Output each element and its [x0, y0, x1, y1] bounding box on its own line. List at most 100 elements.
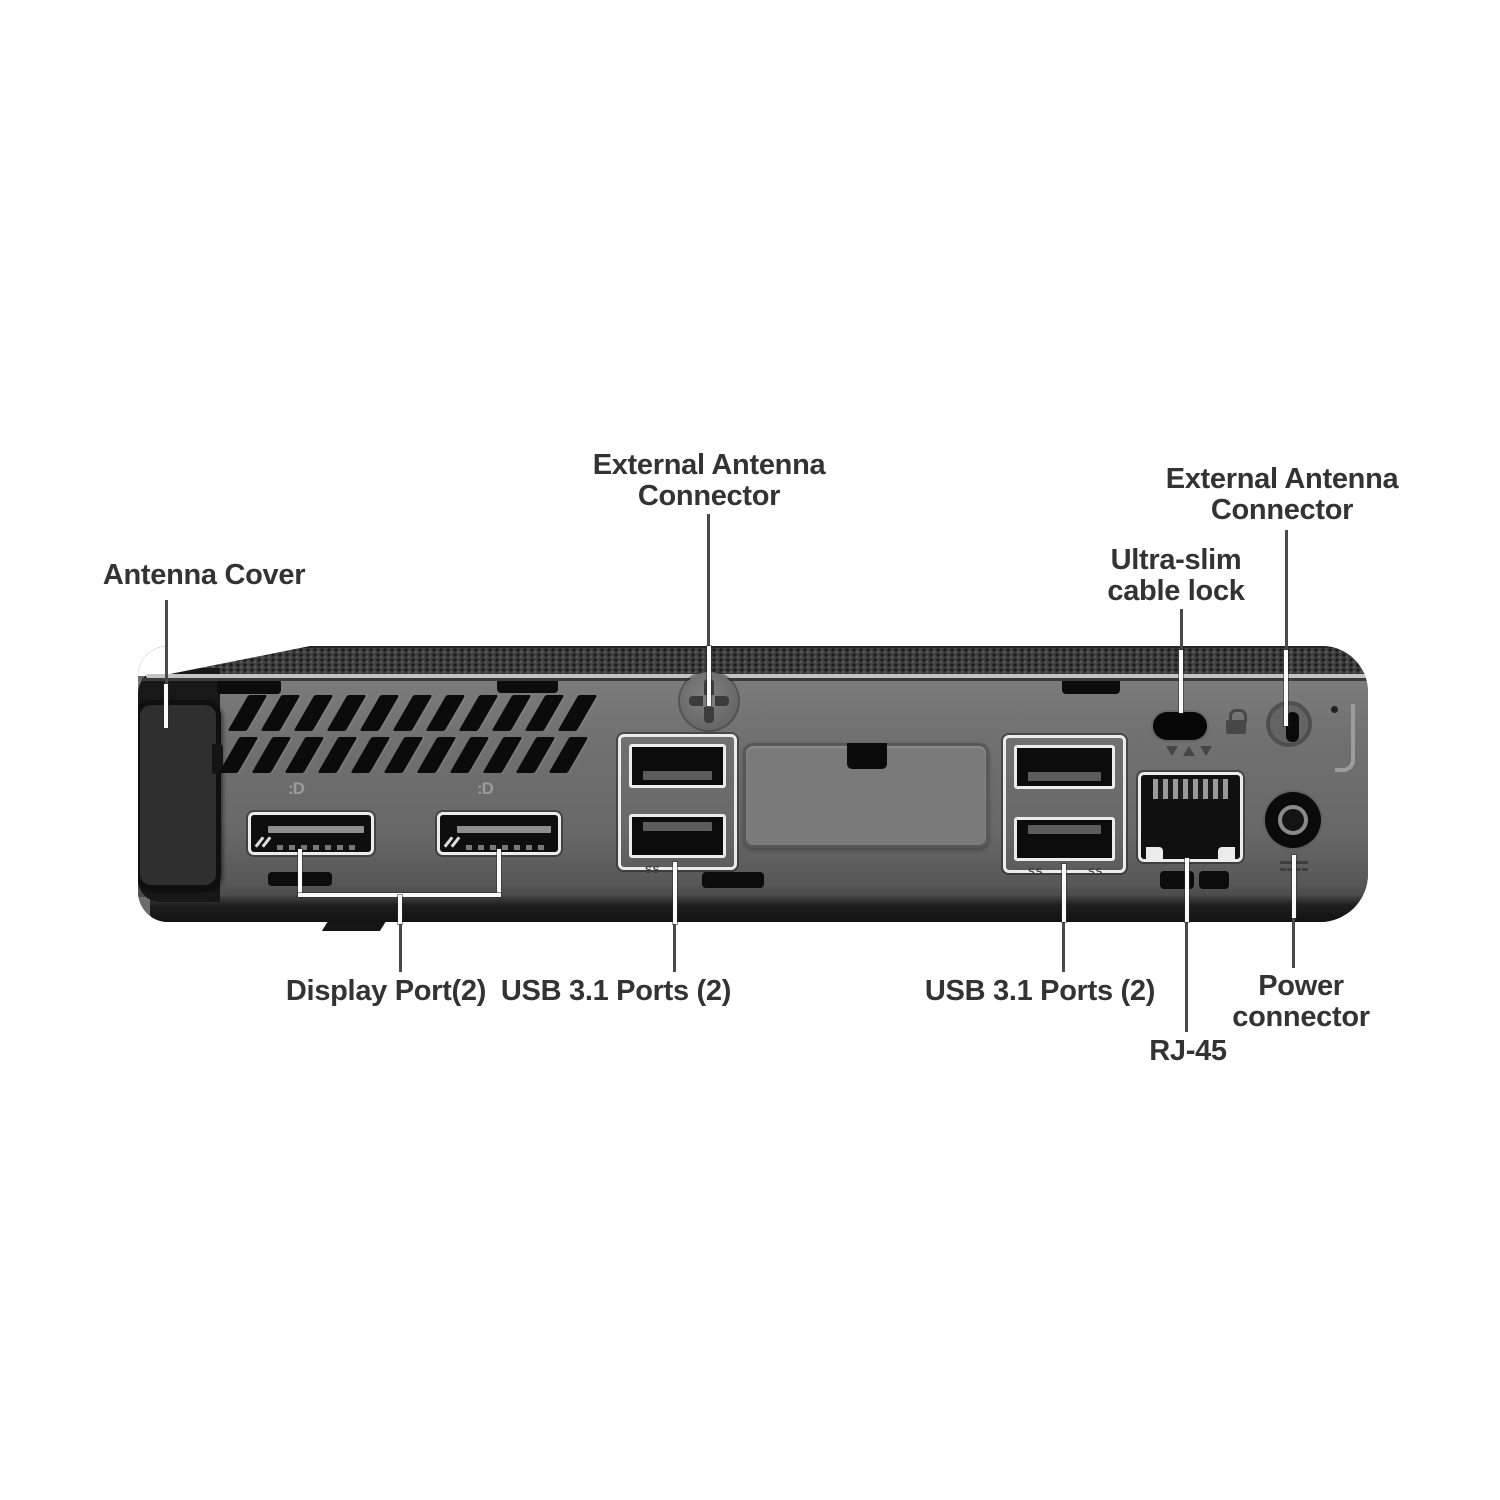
- displayport-2: [437, 812, 561, 855]
- label-power-connector: Power connector: [1232, 971, 1370, 1033]
- displayport-logo-icon: :D: [288, 779, 305, 798]
- vent-slat: [359, 695, 400, 731]
- option-plate-notch: [847, 743, 887, 769]
- antenna-cover-tab: [212, 744, 223, 774]
- usb-stack-left: [618, 734, 737, 870]
- mini-pc-rear-panel: :D :D SS: [138, 646, 1368, 922]
- usb-tongue: [642, 822, 713, 831]
- vent-slat: [515, 737, 556, 773]
- vent-row-1: [227, 695, 598, 731]
- network-arrow: [1183, 746, 1195, 756]
- vent-slat: [548, 737, 589, 773]
- label-rj45: RJ-45: [1149, 1035, 1227, 1067]
- vent-slat: [449, 737, 490, 773]
- vent-slat: [383, 737, 424, 773]
- usb-tongue: [642, 771, 713, 780]
- vent-row-2: [218, 737, 589, 773]
- bracket-display-port-left: [298, 849, 302, 897]
- pointer-cable-lock-on-device: [1179, 650, 1183, 713]
- vent-slat: [392, 695, 433, 731]
- lock-shackle: [1229, 709, 1247, 723]
- label-external-antenna-top: External Antenna Connector: [593, 450, 826, 512]
- pointer-cable-lock: [1180, 609, 1183, 650]
- usb-superspeed-mark: SS: [1028, 867, 1044, 878]
- usb-port: [1014, 817, 1115, 861]
- pointer-usb-left-on-device: [673, 862, 677, 924]
- vent-slat: [284, 737, 325, 773]
- vent-slat: [350, 737, 391, 773]
- network-icon: [1166, 746, 1212, 756]
- pointer-external-antenna-right-on-device: [1284, 650, 1288, 726]
- label-external-antenna-right-line2: Connector: [1210, 494, 1354, 526]
- displayport-1: [248, 812, 374, 855]
- displayport-pin-bar: [267, 826, 364, 833]
- label-display-port: Display Port(2): [285, 975, 487, 1007]
- rj45-port: [1138, 772, 1243, 862]
- usb-tongue: [1028, 825, 1101, 834]
- pointer-antenna-cover-on-device: [164, 684, 168, 728]
- label-external-antenna-top-line2: Connector: [637, 480, 781, 512]
- displayport-pin-bar: [456, 826, 551, 833]
- power-connector: [1265, 792, 1321, 848]
- vent-slat: [482, 737, 523, 773]
- network-arrow: [1200, 746, 1212, 756]
- label-antenna-cover: Antenna Cover: [102, 559, 306, 591]
- pointer-external-antenna-top: [707, 514, 710, 646]
- network-arrow: [1166, 746, 1178, 756]
- usb-superspeed-mark: SS: [1088, 867, 1104, 878]
- pointer-antenna-cover: [165, 600, 168, 684]
- pointer-rj45-on-device: [1185, 858, 1189, 922]
- bracket-display-port-right: [497, 849, 501, 897]
- label-usb-ports-left: USB 3.1 Ports (2): [500, 975, 732, 1007]
- mount-slot: [1199, 871, 1229, 889]
- top-edge-highlight: [146, 674, 1366, 678]
- blank-option-plate: [743, 743, 989, 848]
- label-external-antenna-top-line1: External Antenna: [592, 449, 826, 481]
- vent-slat: [491, 695, 532, 731]
- power-connector-pin-ring: [1278, 805, 1308, 835]
- usb-port: [629, 814, 726, 858]
- usb-stack-right: [1003, 735, 1126, 873]
- displayport-pins: [465, 845, 547, 850]
- antenna-connector-slot: [1286, 712, 1299, 742]
- label-power-line2: connector: [1232, 1001, 1370, 1033]
- lock-body: [1226, 720, 1246, 734]
- usb-port: [1014, 745, 1115, 789]
- mount-slot: [1062, 678, 1120, 694]
- vent-slat: [260, 695, 301, 731]
- label-cable-lock-line1: Ultra-slim: [1110, 544, 1242, 576]
- lock-icon: [1225, 709, 1247, 737]
- rj45-step: [1146, 847, 1163, 860]
- rj45-step: [1218, 847, 1235, 860]
- cable-lock-slot: [1153, 712, 1207, 740]
- top-edge-shadow: [142, 678, 1368, 681]
- mount-slot: [497, 678, 558, 693]
- bottom-edge: [150, 896, 1368, 922]
- vent-slat: [416, 737, 457, 773]
- pointer-external-antenna-right: [1285, 530, 1288, 650]
- usb-tongue: [1028, 772, 1101, 781]
- mount-slot: [702, 872, 764, 888]
- vent-slat: [293, 695, 334, 731]
- displayport-pins: [277, 845, 359, 850]
- usb-superspeed-mark: SS: [645, 865, 661, 876]
- padlock-loop: [1335, 704, 1355, 772]
- vent-slat: [425, 695, 466, 731]
- pointer-display-port-on-device: [398, 895, 402, 924]
- rj45-pins: [1152, 779, 1229, 799]
- pointer-power: [1292, 918, 1295, 968]
- label-cable-lock: Ultra-slim cable lock: [1107, 544, 1245, 607]
- label-external-antenna-right: External Antenna Connector: [1166, 464, 1399, 526]
- padlock-loop-pin: [1331, 706, 1338, 713]
- antenna-cover: [138, 700, 221, 890]
- label-external-antenna-right-line1: External Antenna: [1165, 463, 1399, 495]
- exhaust-vents: [218, 695, 598, 773]
- vent-slat: [524, 695, 565, 731]
- usb-port: [629, 744, 726, 788]
- vent-slat: [458, 695, 499, 731]
- label-cable-lock-line2: cable lock: [1107, 575, 1245, 607]
- pointer-power-on-device: [1292, 855, 1296, 918]
- vent-slat: [317, 737, 358, 773]
- vent-slat: [251, 737, 292, 773]
